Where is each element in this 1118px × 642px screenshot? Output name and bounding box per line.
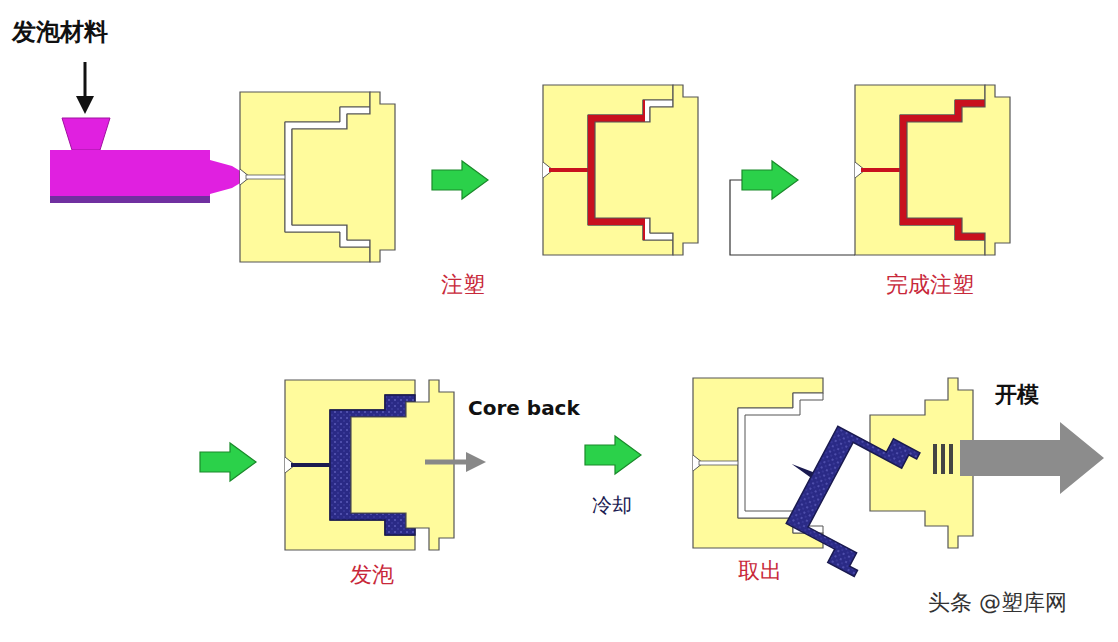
process-arrow [432,161,488,199]
mold-open-arrow [960,422,1104,494]
sprue [699,461,739,465]
watermark: 头条 @塑库网 [928,590,1067,616]
motion-bar [941,444,945,474]
sprue [549,168,589,172]
mold-moving-half [595,85,698,255]
core-back-arrow-head [466,452,486,472]
motion-bar [949,444,953,474]
sprue [861,168,901,172]
caption-label: Core back [468,396,580,420]
motion-bar [933,444,937,474]
barrel [50,150,210,196]
mold [543,85,698,255]
caption-label: 开模 [995,382,1039,408]
feed-arrow-head [76,96,94,114]
caption-label: 完成注塑 [886,272,974,298]
core-back-arrow [425,460,468,465]
caption-label: 冷却 [592,493,632,517]
barrel-base [50,196,210,203]
mold-moving-half [292,92,395,262]
caption-label: 取出 [738,558,782,584]
hopper [62,118,110,150]
process-arrow [585,436,641,474]
ejected-part [759,402,920,576]
mold [240,92,395,262]
foamed-part [779,413,920,577]
process-arrow [200,443,256,481]
mold-moving-half [351,380,454,550]
feed-arrow [84,62,87,100]
mold [285,380,454,550]
flow-line [730,180,855,255]
mold-moving-half [907,85,1010,255]
mold [855,85,1010,255]
sprue [291,463,331,467]
mold-moving-half [870,378,973,548]
sprue-stub [790,461,813,477]
caption-label: 发泡材料 [12,18,108,47]
caption-label: 注塑 [441,272,485,298]
process-arrow [742,161,798,199]
sprue [246,175,286,179]
caption-label: 发泡 [350,562,394,588]
